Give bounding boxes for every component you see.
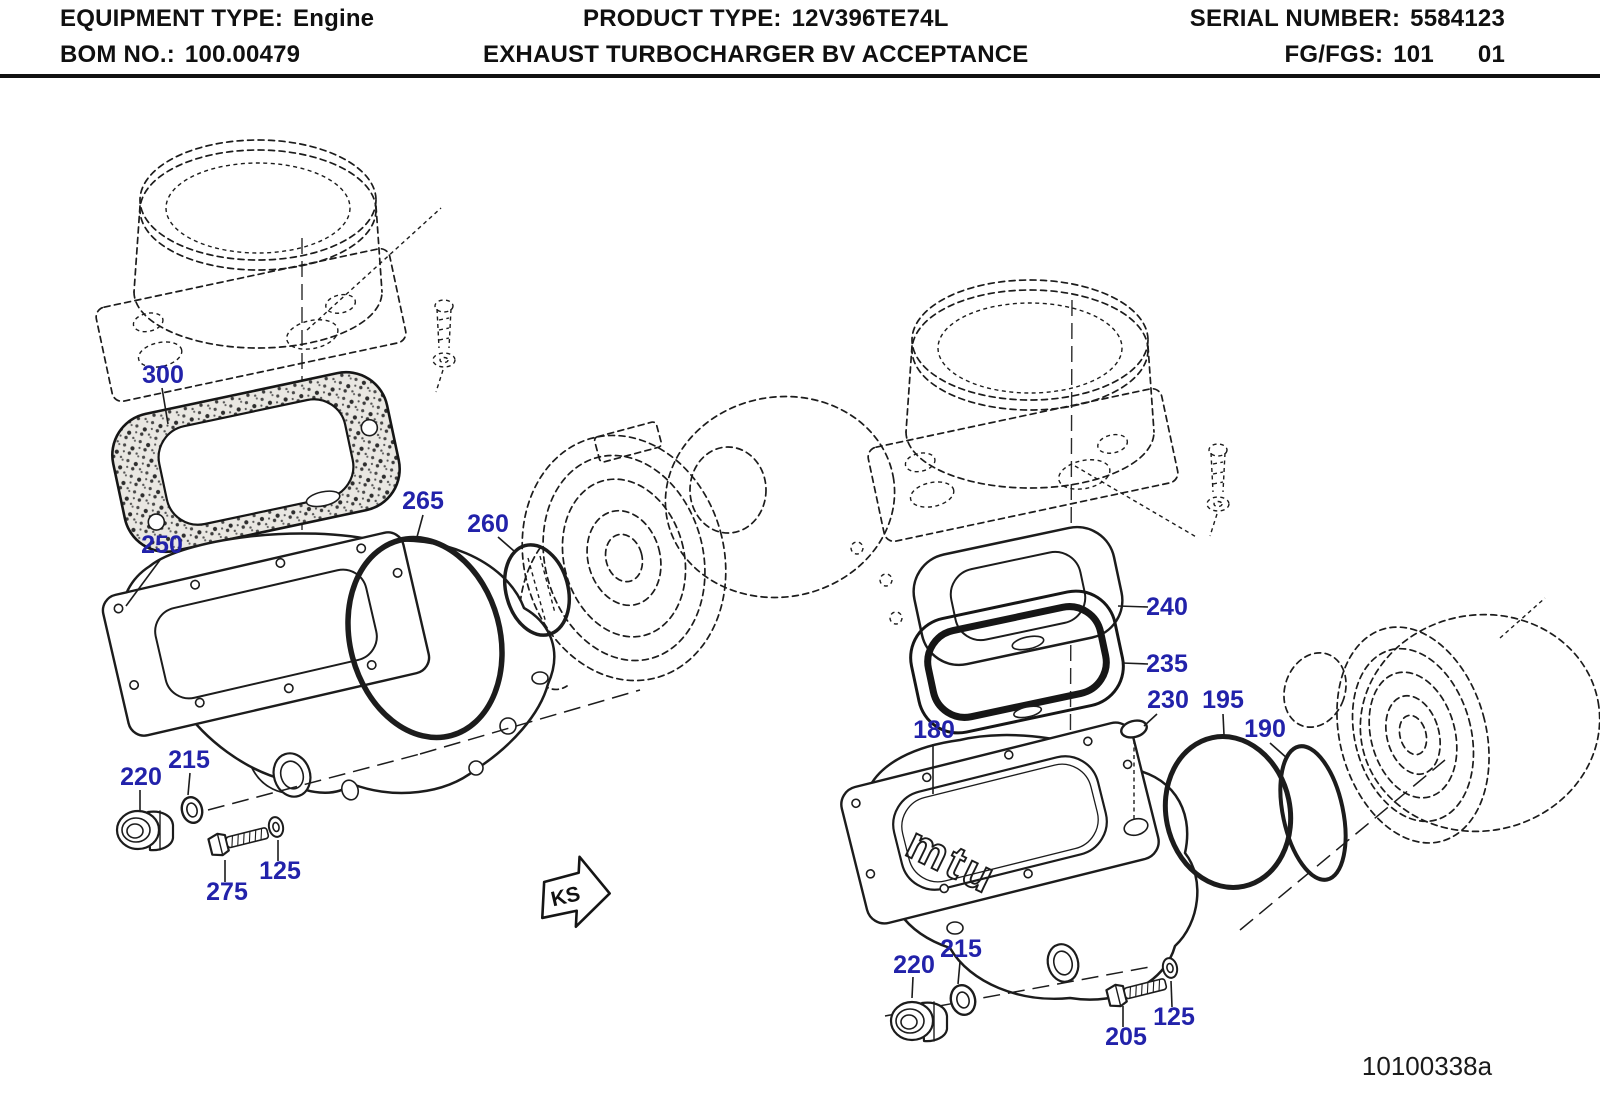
oring-195 (1162, 734, 1294, 890)
callout-leaders (125, 387, 1289, 1027)
exploded-view-drawing: KS (0, 78, 1600, 1119)
plug-220-left (115, 809, 175, 852)
callout-275: 275 (206, 878, 248, 906)
equipment-type-value: Engine (293, 5, 375, 32)
callout-180: 180 (913, 716, 955, 744)
callout-250: 250 (141, 531, 183, 559)
turbocharger-phantom-right (1283, 597, 1600, 844)
bom-no: BOM NO.: 100.00479 (60, 41, 300, 69)
assembly-axis-right (884, 759, 1446, 1017)
plug-220-right (889, 1000, 949, 1043)
callout-265: 265 (402, 487, 444, 515)
washer-125-right (1161, 957, 1179, 979)
callout-205: 205 (1105, 1023, 1147, 1051)
pointer-dash-left (306, 207, 442, 331)
callout-190: 190 (1244, 715, 1286, 743)
oring-260 (503, 543, 571, 637)
washer-215-left (180, 795, 204, 825)
callout-125-right: 125 (1153, 1003, 1195, 1031)
callout-125-left: 125 (259, 857, 301, 885)
equipment-type-label: EQUIPMENT TYPE: (60, 5, 284, 32)
fg-fgs-value: 101 (1393, 41, 1434, 68)
oring-265 (345, 535, 505, 741)
serial-number: SERIAL NUMBER: 5584123 (1190, 5, 1505, 33)
header: EQUIPMENT TYPE: Engine PRODUCT TYPE: 12V39… (0, 0, 1600, 78)
serial-number-value: 5584123 (1410, 5, 1505, 32)
washer-125-left (267, 816, 285, 838)
callout-195: 195 (1202, 686, 1244, 714)
washer-215-right (949, 983, 977, 1017)
fg-fgs-label: FG/FGS: (1284, 41, 1384, 68)
serial-number-label: SERIAL NUMBER: (1189, 5, 1401, 32)
equipment-type: EQUIPMENT TYPE: Engine (60, 5, 374, 33)
housing-180: mtu (840, 721, 1199, 1001)
callout-235: 235 (1146, 650, 1188, 678)
ks-direction-arrow: KS (540, 855, 611, 928)
product-type: PRODUCT TYPE: 12V396TE74L (583, 5, 949, 33)
product-type-value: 12V396TE74L (791, 5, 949, 32)
pointer-dash-right (1074, 465, 1199, 539)
callout-300: 300 (142, 361, 184, 389)
callout-215-right: 215 (940, 935, 982, 963)
bom-no-label: BOM NO.: (60, 41, 175, 68)
product-type-label: PRODUCT TYPE: (583, 5, 782, 32)
callout-220-left: 220 (120, 763, 162, 791)
drawing-number: 10100338a (1362, 1051, 1493, 1081)
cover-250 (101, 531, 431, 737)
callout-215-left: 215 (168, 746, 210, 774)
callout-240: 240 (1146, 593, 1188, 621)
bolt-275 (206, 820, 272, 859)
page-title: EXHAUST TURBOCHARGER BV ACCEPTANCE (483, 41, 1029, 68)
mounting-bolt-phantom-left (432, 299, 456, 393)
callout-260: 260 (467, 510, 509, 538)
mounting-bolt-phantom-right (1206, 443, 1230, 537)
callout-230: 230 (1147, 686, 1189, 714)
fg-fgs-value2: 01 (1477, 41, 1505, 68)
air-silencer-phantom-right (865, 279, 1181, 544)
gasket-235 (909, 589, 1125, 735)
callout-220-right: 220 (893, 951, 935, 979)
oring-230 (1120, 719, 1149, 837)
assembly-axis-left (207, 689, 641, 811)
oring-190 (1278, 744, 1348, 882)
callouts: 300 250 265 260 220 215 275 125 240 235 … (120, 361, 1286, 1051)
bom-no-value: 100.00479 (184, 41, 301, 68)
turbocharger-phantom-left (518, 395, 903, 691)
gasket-300 (111, 370, 401, 554)
fg-fgs: FG/FGS: 101 01 (1285, 41, 1506, 69)
